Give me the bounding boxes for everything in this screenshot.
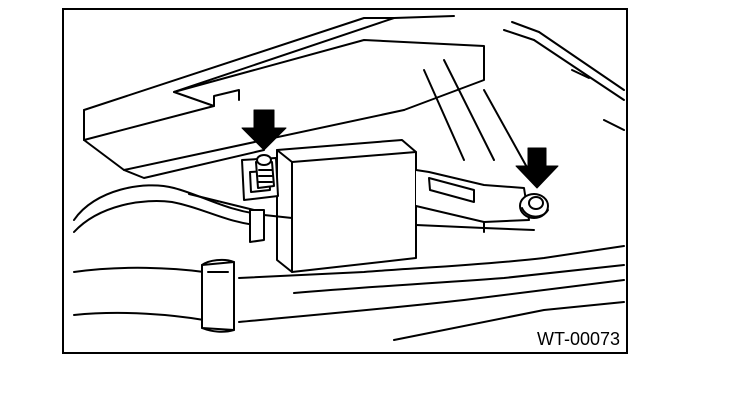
arrow-down-icon bbox=[515, 147, 559, 189]
right-bolt bbox=[519, 193, 549, 219]
pipe-assembly bbox=[73, 245, 625, 341]
right-bracket bbox=[415, 169, 535, 233]
control-module bbox=[249, 139, 417, 273]
left-nut bbox=[255, 154, 275, 189]
arrow-down-icon bbox=[241, 109, 287, 151]
pipe-clamp bbox=[201, 258, 235, 333]
wire-harness bbox=[73, 184, 265, 233]
upper-trim-panel bbox=[83, 15, 625, 181]
line-drawing bbox=[73, 15, 625, 341]
figure-frame: WT-00073 bbox=[62, 8, 628, 354]
figure-id-label: WT-00073 bbox=[534, 329, 622, 350]
